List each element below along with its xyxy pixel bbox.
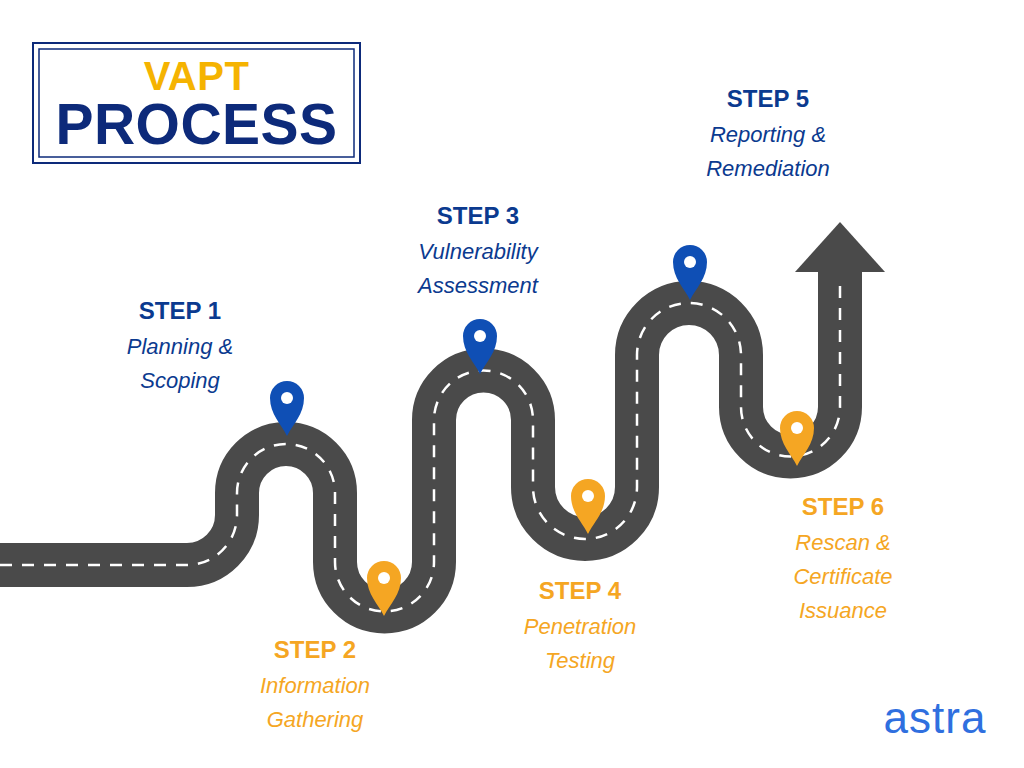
title-frame-outer xyxy=(33,43,360,163)
map-pin xyxy=(367,561,401,616)
road xyxy=(0,268,840,611)
diagram-title: VAPT PROCESS xyxy=(43,52,350,148)
map-pin xyxy=(673,245,707,300)
step-number: STEP 6 xyxy=(758,493,928,521)
pin-body xyxy=(270,381,304,436)
pin-dot xyxy=(684,256,696,268)
brand-logo: astra xyxy=(860,693,1010,743)
step-number: STEP 4 xyxy=(495,577,665,605)
map-pin xyxy=(270,381,304,436)
pin-dot xyxy=(474,330,486,342)
step-name: Rescan & Certificate Issuance xyxy=(758,526,928,628)
step-name: Information Gathering xyxy=(230,669,400,737)
step-marker: STEP 6 Rescan & Certificate Issuance xyxy=(758,493,928,628)
step-name: Planning & Scoping xyxy=(95,330,265,398)
step-name: Reporting & Remediation xyxy=(683,118,853,186)
pin-dot xyxy=(281,392,293,404)
pin-dot xyxy=(582,490,594,502)
step-marker: STEP 5 Reporting & Remediation xyxy=(683,85,853,186)
step-number: STEP 5 xyxy=(683,85,853,113)
title-frame-inner xyxy=(39,49,354,157)
pin-body xyxy=(571,479,605,534)
map-pin xyxy=(463,319,497,374)
pin-body xyxy=(463,319,497,374)
step-marker: STEP 2 Information Gathering xyxy=(230,636,400,737)
step-marker: STEP 4 Penetration Testing xyxy=(495,577,665,678)
step-marker: STEP 1 Planning & Scoping xyxy=(95,297,265,398)
step-name: Penetration Testing xyxy=(495,610,665,678)
pin-dot xyxy=(791,422,803,434)
pin-body xyxy=(367,561,401,616)
step-name: Vulnerability Assessment xyxy=(393,235,563,303)
map-pin xyxy=(571,479,605,534)
map-pin xyxy=(780,411,814,466)
pin-body xyxy=(780,411,814,466)
road-arrowhead xyxy=(795,222,885,272)
step-number: STEP 3 xyxy=(393,202,563,230)
pin-body xyxy=(673,245,707,300)
step-marker: STEP 3 Vulnerability Assessment xyxy=(393,202,563,303)
step-number: STEP 2 xyxy=(230,636,400,664)
step-number: STEP 1 xyxy=(95,297,265,325)
road-centerline xyxy=(0,280,840,611)
pin-dot xyxy=(378,572,390,584)
